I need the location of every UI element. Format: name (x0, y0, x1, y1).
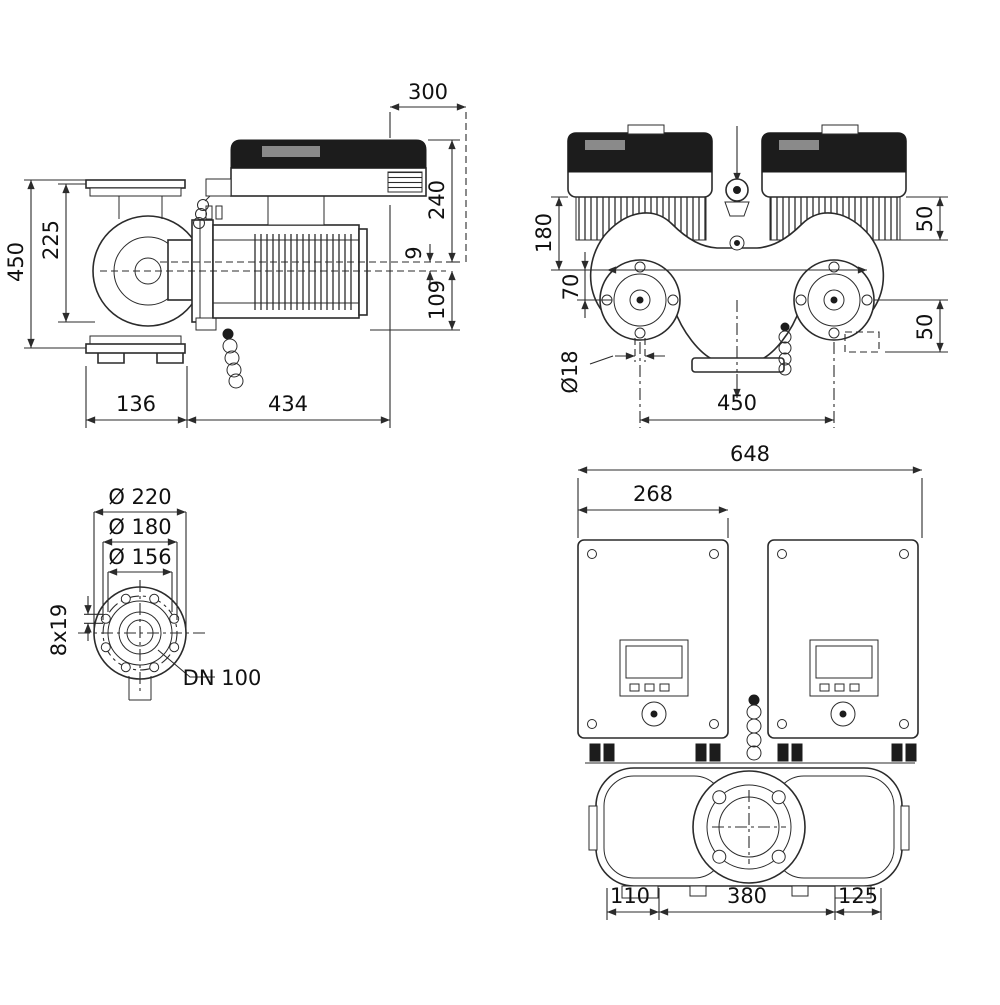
dim-9: 9 (402, 244, 434, 289)
top-cable-coil (746, 694, 762, 761)
dim-label-180-flange: Ø 180 (108, 515, 171, 539)
raised-face-circle (107, 600, 173, 666)
top-view: 648 268 (577, 442, 923, 920)
dim-300: 300 (390, 80, 466, 111)
dim-240: 240 (425, 139, 460, 263)
dim-label-9: 9 (402, 246, 426, 259)
top-center-flange (692, 770, 806, 884)
dim-8x19: 8x19 (47, 596, 103, 656)
dim-label-70: 70 (559, 274, 583, 301)
dim-label-220: Ø 220 (108, 485, 171, 509)
top-pump-body (588, 767, 910, 899)
module-terminal-vents (387, 171, 423, 193)
dim-label-268: 268 (633, 482, 673, 506)
bolt-hole-18 (634, 327, 646, 339)
seal-housing (167, 239, 193, 301)
dim-label-380: 380 (727, 884, 767, 908)
flange-stub (128, 676, 152, 701)
dim-label-180-front: 180 (532, 213, 556, 253)
motor-end-cap (358, 228, 368, 316)
cable-coil-top (193, 195, 211, 229)
bottom-flange (691, 357, 785, 373)
foot-pad-dashed (844, 331, 880, 353)
dim-label-8x19: 8x19 (47, 604, 71, 657)
front-module-left (567, 124, 713, 198)
dim-label-240: 240 (425, 180, 449, 220)
flange-outer-circle (93, 586, 187, 680)
dim-label-156: Ø 156 (108, 545, 171, 569)
dim-450-front: 450 (639, 342, 835, 428)
dim-180-flange: Ø 180 (102, 515, 178, 620)
cable-gland (205, 178, 232, 197)
module-top-cover (230, 139, 427, 169)
module-tab-right (821, 124, 859, 135)
dim-50-top: 50 (900, 196, 948, 241)
pump-foot-left (97, 353, 125, 364)
dim-label-50-top: 50 (913, 206, 937, 233)
dim-225: 225 (39, 183, 95, 323)
callout-dn100: DN 100 (157, 649, 262, 690)
foot-left (621, 885, 659, 899)
bore-circle (118, 611, 162, 655)
dim-50-mid: 50 (874, 299, 948, 353)
dim-648: 648 (577, 442, 923, 538)
dim-label-225: 225 (39, 220, 63, 260)
side-view: 300 240 9 109 225 (4, 80, 467, 428)
dim-70: 70 (559, 252, 612, 318)
dim-label-dn100: DN 100 (183, 666, 262, 690)
dim-109: 109 (370, 271, 460, 331)
dim-268: 268 (578, 482, 729, 538)
dim-18: Ø18 (558, 338, 665, 394)
suction-flange-bottom (85, 343, 186, 354)
module-tab-left (627, 124, 665, 135)
cable-coil-bottom (222, 328, 244, 389)
motor-support (195, 317, 217, 331)
dim-label-434: 434 (268, 392, 308, 416)
dim-label-300: 300 (408, 80, 448, 104)
dim-136-434: 136 434 (85, 366, 390, 428)
motor-fins (250, 234, 356, 310)
side-electronic-module (205, 139, 427, 226)
front-cable-coil (778, 322, 792, 376)
dim-156: Ø 156 (107, 545, 173, 612)
bolt-circle (102, 595, 178, 671)
center-fasteners (724, 126, 750, 251)
dim-450-side: 450 (4, 179, 86, 349)
pump-foot-right (156, 353, 184, 364)
flange-view: Ø 220 Ø 180 Ø 156 8x19 DN 100 (47, 485, 262, 701)
front-view: 180 70 50 50 (532, 124, 948, 428)
suction-flange-top (85, 179, 186, 189)
dim-label-110: 110 (610, 884, 650, 908)
dim-label-18: Ø18 (558, 350, 582, 393)
dim-label-450-front: 450 (717, 391, 757, 415)
front-module-right (761, 124, 907, 198)
dim-220: Ø 220 (93, 485, 187, 628)
dim-110-380-125: 110 380 125 (606, 884, 882, 920)
top-module-left (577, 539, 729, 739)
dim-label-109: 109 (425, 280, 449, 320)
port-right (793, 259, 875, 341)
dim-label-50-mid: 50 (913, 314, 937, 341)
top-module-right (767, 539, 919, 739)
module-vent-slot (262, 146, 320, 157)
dim-label-648: 648 (730, 442, 770, 466)
mounting-brackets (585, 743, 917, 764)
dim-label-125: 125 (838, 884, 878, 908)
dim-label-136: 136 (116, 392, 156, 416)
dim-label-450-side: 450 (4, 242, 28, 282)
